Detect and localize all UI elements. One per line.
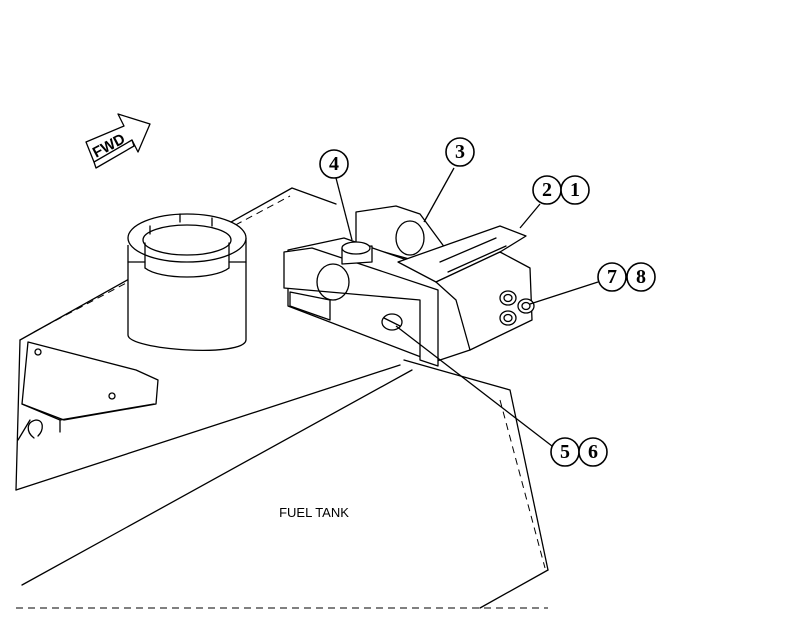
callout-3: 3 (445, 137, 475, 167)
mounting-pad (21, 341, 159, 433)
callout-1: 1 (560, 175, 590, 205)
callout-1-text: 1 (570, 179, 580, 201)
bracket-assembly (283, 205, 535, 367)
fuel-tank: FUEL TANK (15, 187, 549, 609)
callout-8: 8 (626, 262, 656, 292)
fwd-direction-arrow: FWD (85, 113, 151, 169)
callout-7: 7 (597, 262, 627, 292)
callout-4: 4 (319, 149, 349, 179)
callout-5-text: 5 (560, 441, 570, 463)
filler-neck (127, 213, 247, 351)
callout-2: 2 (532, 175, 562, 205)
callout-6: 6 (578, 437, 608, 467)
callout-2-text: 2 (542, 179, 552, 201)
callout-8-text: 8 (636, 266, 646, 288)
callout-6-text: 6 (588, 441, 598, 463)
callout-4-text: 4 (329, 153, 339, 175)
fuel-tank-label: FUEL TANK (279, 505, 349, 520)
callout-3-text: 3 (455, 141, 465, 163)
callout-5: 5 (550, 437, 580, 467)
callout-7-text: 7 (607, 266, 617, 288)
leader-lines (335, 167, 599, 447)
